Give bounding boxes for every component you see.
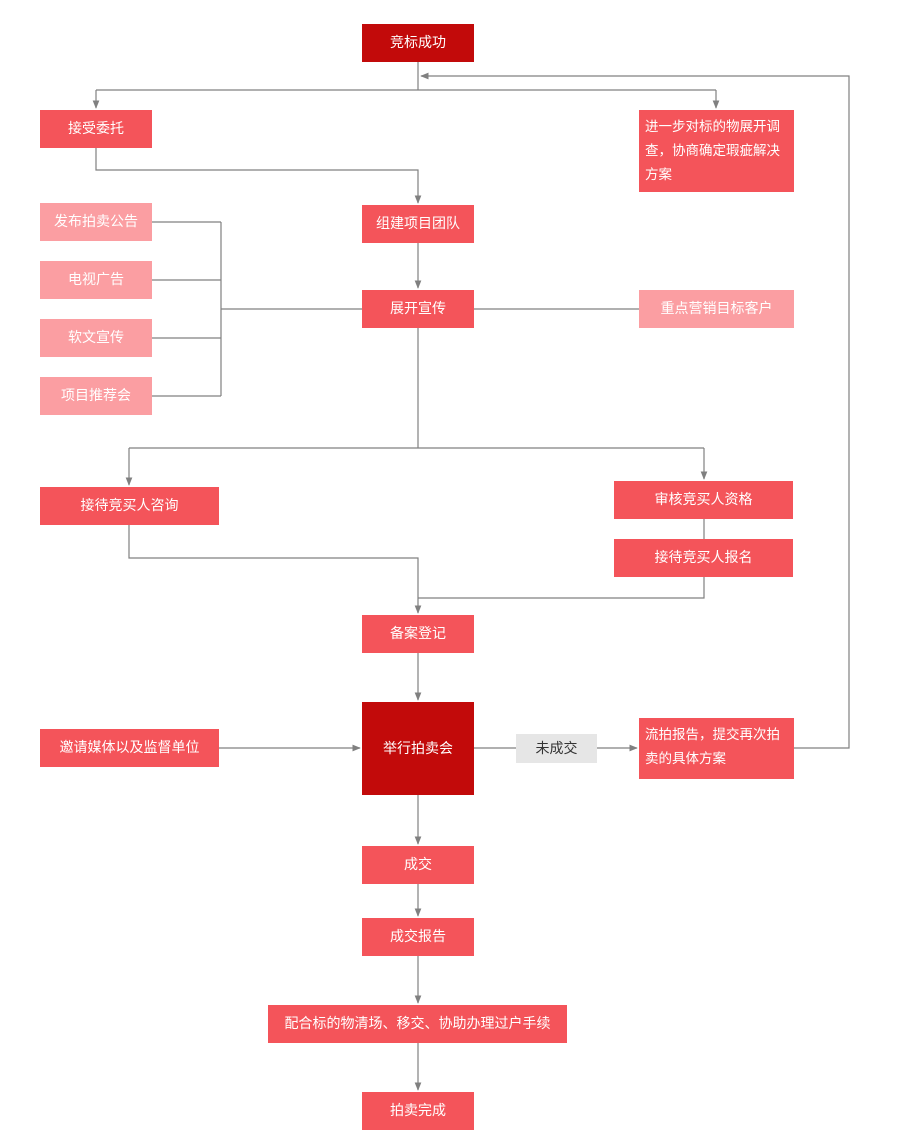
team-label: 组建项目团队 bbox=[376, 216, 460, 232]
accept-label: 接受委托 bbox=[68, 121, 124, 137]
promo-item-label: 项目推荐会 bbox=[61, 388, 131, 404]
failed-report-label: 流拍报告，提交再次拍卖的具体方案 bbox=[645, 727, 780, 767]
complete-node: 拍卖完成 bbox=[362, 1092, 474, 1130]
promo-item-label: 软文宣传 bbox=[68, 330, 124, 346]
connector bbox=[420, 72, 850, 749]
handover-node: 配合标的物清场、移交、协助办理过户手续 bbox=[268, 1005, 567, 1043]
promote-label: 展开宣传 bbox=[390, 301, 446, 317]
target-clients-node: 重点营销目标客户 bbox=[639, 290, 794, 328]
accept-node: 接受委托 bbox=[40, 110, 152, 148]
review-label: 审核竞买人资格 bbox=[654, 492, 753, 508]
promo-item-label: 电视广告 bbox=[68, 272, 124, 288]
invite-label: 邀请媒体以及监督单位 bbox=[59, 740, 200, 756]
start-node: 竞标成功 bbox=[362, 24, 474, 62]
connector bbox=[418, 577, 705, 599]
start-label: 竞标成功 bbox=[390, 35, 446, 51]
promo-item-tv: 电视广告 bbox=[40, 261, 152, 299]
target-clients-label: 重点营销目标客户 bbox=[660, 301, 773, 317]
deal-report-node: 成交报告 bbox=[362, 918, 474, 956]
auction-node: 举行拍卖会 bbox=[362, 702, 474, 795]
connector bbox=[95, 148, 422, 204]
deal-report-label: 成交报告 bbox=[390, 929, 446, 945]
register-buyers-label: 接待竞买人报名 bbox=[654, 550, 753, 566]
investigate-label: 进一步对标的物展开调查，协商确定瑕疵解决方案 bbox=[645, 119, 780, 183]
consult-label: 接待竞买人咨询 bbox=[80, 498, 179, 514]
auction-label: 举行拍卖会 bbox=[383, 740, 453, 757]
register-buyers-node: 接待竞买人报名 bbox=[614, 539, 793, 577]
no-deal-label-box: 未成交 bbox=[516, 734, 597, 763]
promo-item-soft-article: 软文宣传 bbox=[40, 319, 152, 357]
promote-node: 展开宣传 bbox=[362, 290, 474, 328]
complete-label: 拍卖完成 bbox=[390, 1103, 446, 1119]
no-deal-label: 未成交 bbox=[535, 740, 578, 757]
filing-node: 备案登记 bbox=[362, 615, 474, 653]
failed-report-node: 流拍报告，提交再次拍卖的具体方案 bbox=[639, 718, 794, 779]
connector bbox=[128, 525, 422, 614]
review-node: 审核竞买人资格 bbox=[614, 481, 793, 519]
deal-node: 成交 bbox=[362, 846, 474, 884]
investigate-node: 进一步对标的物展开调查，协商确定瑕疵解决方案 bbox=[639, 110, 794, 192]
filing-label: 备案登记 bbox=[390, 626, 446, 642]
deal-label: 成交 bbox=[404, 857, 432, 873]
team-node: 组建项目团队 bbox=[362, 205, 474, 243]
promo-item-label: 发布拍卖公告 bbox=[54, 214, 138, 230]
promo-item-announcement: 发布拍卖公告 bbox=[40, 203, 152, 241]
handover-label: 配合标的物清场、移交、协助办理过户手续 bbox=[284, 1016, 551, 1032]
promo-item-conference: 项目推荐会 bbox=[40, 377, 152, 415]
consult-node: 接待竞买人咨询 bbox=[40, 487, 219, 525]
invite-node: 邀请媒体以及监督单位 bbox=[40, 729, 219, 767]
